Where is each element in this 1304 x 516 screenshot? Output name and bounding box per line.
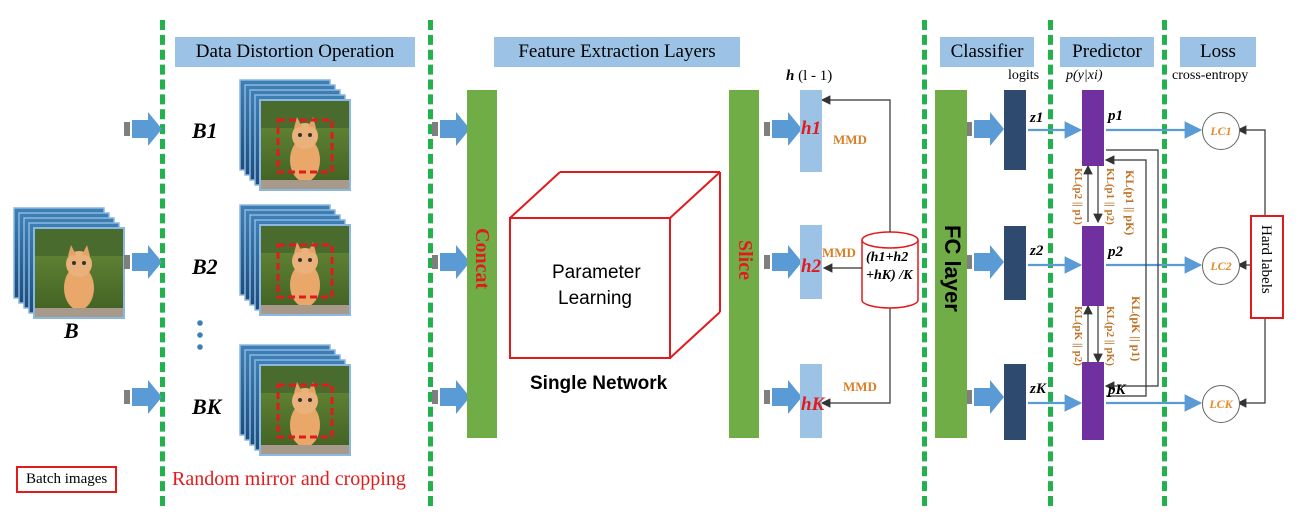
branch-label-1: B1 <box>192 118 218 143</box>
block-arrow <box>966 380 1004 414</box>
prob-box-2 <box>1082 226 1104 306</box>
concat-bar <box>467 90 497 438</box>
separator-5 <box>1162 20 1167 506</box>
hard-label-connectors <box>1236 125 1266 408</box>
z-label-2: z2 <box>1030 243 1044 259</box>
branch-label-k: BK <box>192 394 222 419</box>
section-classifier: Classifier <box>940 37 1034 67</box>
ellipsis-dot <box>197 332 203 338</box>
prob-box-1 <box>1082 90 1104 166</box>
z-label-k: zK <box>1030 381 1046 397</box>
distorted-stack-2 <box>240 205 350 315</box>
cross-entropy-label: cross-entropy <box>1172 68 1249 83</box>
section-predictor: Predictor <box>1060 37 1154 67</box>
h-box-2 <box>800 225 822 299</box>
separator-1 <box>160 20 165 506</box>
block-arrow <box>764 245 802 279</box>
logit-box-k <box>1004 364 1026 440</box>
fc-layer-label: FC layer <box>940 225 965 312</box>
logit-box-1 <box>1004 90 1026 170</box>
random-mirror-caption: Random mirror and cropping <box>172 468 406 490</box>
mean-formula-1: (h1+h2 <box>866 250 909 265</box>
parameter-label: Parameter <box>552 262 641 283</box>
batch-image-stack <box>14 208 124 318</box>
logits-label: logits <box>1008 68 1040 83</box>
kl-label-p1-pk: KL(p1 || pK) <box>1123 170 1137 236</box>
loss-circle-1: LC1 <box>1202 112 1240 150</box>
block-arrow <box>432 380 470 414</box>
kl-label-pk-p2: KL(pK || p2) <box>1072 306 1084 366</box>
block-arrow <box>124 112 162 146</box>
h-label-k: hK <box>801 394 825 415</box>
mmd-connectors <box>820 95 891 408</box>
separator-2 <box>428 20 433 506</box>
block-arrow <box>764 112 802 146</box>
h-label-1: h1 <box>801 118 822 139</box>
hard-labels-text: Hard labels <box>1258 225 1274 294</box>
distorted-stack-1 <box>240 80 350 190</box>
concat-label: Concat <box>471 228 493 290</box>
batch-images-legend: Batch images <box>16 466 118 493</box>
block-arrow <box>124 245 162 279</box>
kl-label-pk-p1: KL(pK || p1) <box>1129 296 1143 362</box>
distorted-stack-k <box>240 345 350 455</box>
z-label-1: z1 <box>1030 110 1044 126</box>
batch-label: B <box>64 318 79 343</box>
block-arrow <box>966 112 1004 146</box>
kl-label-p2-pk: KL(p2 || pK) <box>1104 306 1116 366</box>
p-label-k: pK <box>1108 382 1126 398</box>
h-header: h (l - 1) <box>786 68 833 84</box>
hard-labels-box: Hard labels <box>1250 215 1284 319</box>
branch-label-2: B2 <box>192 254 218 279</box>
h-box-1 <box>800 90 822 172</box>
parameter-learning-cube <box>509 171 721 359</box>
block-arrow <box>764 380 802 414</box>
h-box-k <box>800 364 822 438</box>
logit-arrows <box>1028 121 1203 412</box>
mean-cylinder <box>861 231 919 309</box>
mmd-label-k: MMD <box>843 379 877 394</box>
block-arrow <box>124 380 162 414</box>
mmd-label-1: MMD <box>833 132 867 147</box>
kl-arrows <box>1083 149 1159 397</box>
mmd-label-2: MMD <box>822 245 856 260</box>
p-label-2: p2 <box>1108 244 1123 260</box>
separator-3 <box>922 20 927 506</box>
ellipsis-dot <box>197 344 203 350</box>
logit-box-2 <box>1004 226 1026 300</box>
single-network-label: Single Network <box>530 373 668 394</box>
block-arrow <box>966 245 1004 279</box>
section-data-distortion: Data Distortion Operation <box>175 37 415 67</box>
kl-label-p1-p2: KL(p1 || p2) <box>1104 168 1116 225</box>
loss-circle-k: LCK <box>1202 385 1240 423</box>
h-label-2: h2 <box>801 256 822 277</box>
fc-layer-bar <box>935 90 967 438</box>
slice-bar <box>729 90 759 438</box>
predictor-header: p(y|xi) <box>1066 68 1103 83</box>
slice-label: Slice <box>734 240 756 280</box>
block-arrow <box>432 245 470 279</box>
p-label-1: p1 <box>1108 108 1123 124</box>
section-loss: Loss <box>1180 37 1256 67</box>
prob-box-k <box>1082 362 1104 440</box>
mean-formula-2: +hK) /K <box>866 268 913 283</box>
section-feature-extraction: Feature Extraction Layers <box>494 37 740 67</box>
separator-4 <box>1048 20 1053 506</box>
kl-label-p2-p1: KL(p2 || p1) <box>1072 168 1084 225</box>
block-arrow <box>432 112 470 146</box>
ellipsis-dot <box>197 320 203 326</box>
loss-circle-2: LC2 <box>1202 247 1240 285</box>
learning-label: Learning <box>558 288 632 309</box>
